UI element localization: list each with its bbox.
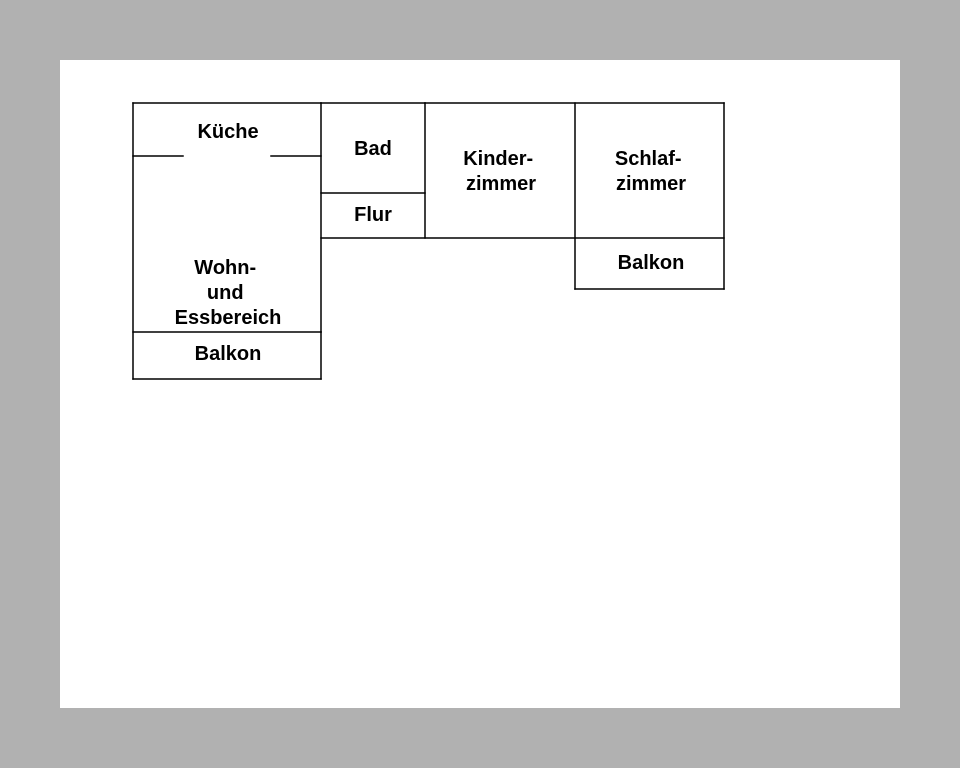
room-label-flur: Flur <box>354 204 392 226</box>
room-label-bad: Bad <box>354 138 392 160</box>
room-label-kueche: Küche <box>197 121 258 143</box>
walls <box>132 102 725 380</box>
room-label-balkon-schlaf: Balkon <box>618 252 685 274</box>
room-label-schlafzimmer: Schlaf- zimmer <box>615 148 687 195</box>
page-canvas <box>60 60 900 708</box>
room-label-wohnbereich: Wohn- und Essbereich <box>175 257 282 329</box>
room-label-balkon-wohn: Balkon <box>195 343 262 365</box>
room-labels: Küche Bad Kinder- zimmer Schlaf- zimmer … <box>175 121 687 365</box>
room-label-kinderzimmer: Kinder- zimmer <box>463 148 539 195</box>
